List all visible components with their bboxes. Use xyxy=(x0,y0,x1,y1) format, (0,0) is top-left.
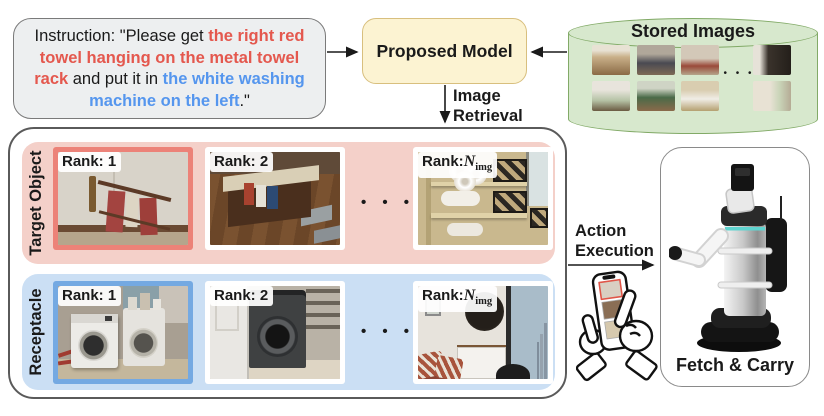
stored-thumbnail-dining-room xyxy=(592,45,630,75)
target-rank2-image: Rank: 2 xyxy=(205,147,345,250)
stored-images-ellipsis: • • • xyxy=(723,68,755,79)
receptacle-rank2-image: Rank: 2 xyxy=(205,281,345,384)
target-object-row-label: Target Object xyxy=(27,150,45,256)
target-object-row: Target Object Rank: 1 Rank: 2 • • • xyxy=(22,142,555,264)
target-rankN-image: Rank:Nimg xyxy=(413,147,553,250)
instruction-middle: and put it in xyxy=(68,70,163,88)
receptacle-row-label: Receptacle xyxy=(27,288,45,376)
stored-thumbnail-living-room xyxy=(637,81,675,111)
receptacle-rankN-badge: Rank:Nimg xyxy=(418,286,498,312)
instruction-suffix: ." xyxy=(239,91,250,110)
n-img-subscript: img xyxy=(475,296,493,307)
proposed-model-label: Proposed Model xyxy=(376,40,513,61)
stored-thumbnail-hallway xyxy=(637,45,675,75)
stored-images-title: Stored Images xyxy=(630,21,756,41)
receptacle-rank2-badge: Rank: 2 xyxy=(210,286,274,306)
instruction-receptacle-phrase: the white washing machine on the left xyxy=(89,70,305,110)
stored-images-database: Stored Images • • • xyxy=(568,6,818,136)
n-img-symbol: N xyxy=(463,153,476,170)
instruction-box: Instruction: "Please get the right red t… xyxy=(13,18,326,119)
target-rank2-badge: Rank: 2 xyxy=(210,152,274,172)
proposed-model-box: Proposed Model xyxy=(362,18,527,84)
instruction-target-phrase: the right red towel hanging on the metal… xyxy=(34,27,305,88)
stored-thumbnail-towel-rack xyxy=(681,45,719,75)
stored-thumbnail-bedroom xyxy=(753,81,791,111)
target-rank1-image: Rank: 1 xyxy=(53,147,193,250)
fetch-carry-label: Fetch & Carry xyxy=(675,355,795,375)
n-img-symbol: N xyxy=(463,287,476,304)
image-retrieval-label: Image Retrieval xyxy=(453,87,523,125)
receptacle-row: Receptacle Rank: 1 Rank: 2 xyxy=(22,274,555,390)
receptacle-rankN-image: Rank:Nimg xyxy=(413,281,553,384)
target-rank1-badge: Rank: 1 xyxy=(58,152,122,172)
stored-thumbnail-towel-shelf xyxy=(681,81,719,111)
action-execution-label: Action Execution xyxy=(575,222,654,260)
target-row-ellipsis: • • • xyxy=(360,194,416,211)
robot-image xyxy=(669,164,787,352)
target-rankN-badge: Rank:Nimg xyxy=(418,152,498,178)
hand-tap-phone-icon xyxy=(576,270,658,382)
stored-thumbnail-plant-room xyxy=(592,81,630,111)
instruction-prefix: Instruction: "Please get xyxy=(34,27,209,45)
receptacle-rank1-image: Rank: 1 xyxy=(53,281,193,384)
retrieval-results-box: Target Object Rank: 1 Rank: 2 • • • xyxy=(8,127,567,399)
receptacle-row-ellipsis: • • • xyxy=(360,323,416,340)
stored-thumbnail-dark-room xyxy=(753,45,791,75)
n-img-subscript: img xyxy=(475,162,493,173)
receptacle-rank1-badge: Rank: 1 xyxy=(58,286,122,306)
fetch-carry-box: Fetch & Carry xyxy=(660,147,810,387)
